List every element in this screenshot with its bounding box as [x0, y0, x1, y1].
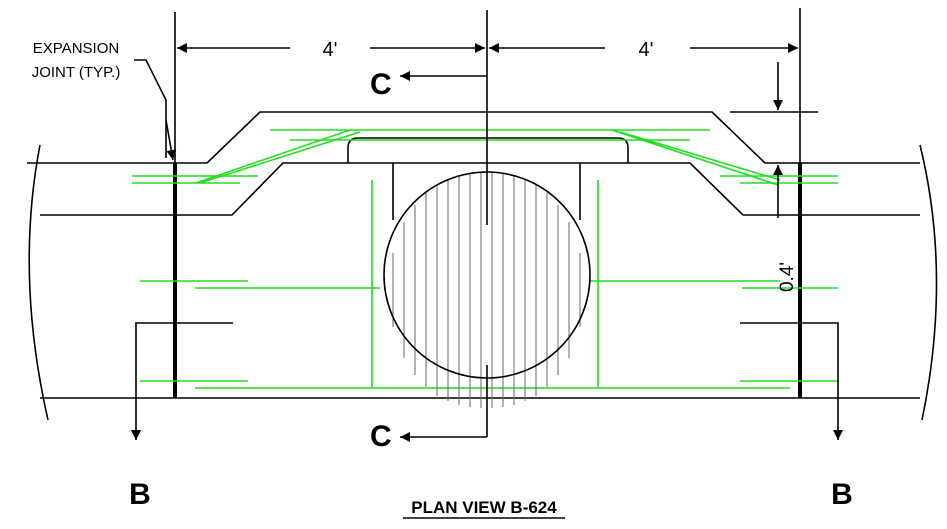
offset-dimension: 0.4'	[730, 62, 818, 292]
expansion-joint-callout: EXPANSION JOINT (TYP.)	[32, 40, 177, 161]
section-b-right-label: B	[831, 478, 853, 511]
section-b-left-label: B	[129, 478, 151, 511]
section-b-marks: B B	[129, 322, 853, 511]
callout-line-2: JOINT (TYP.)	[32, 64, 121, 81]
dimension-right-label: 4'	[639, 39, 654, 61]
section-c-marks: C C	[370, 68, 487, 453]
section-c-top-label: C	[370, 68, 392, 101]
callout-line-1: EXPANSION	[33, 40, 119, 57]
drawing-title-text: PLAN VIEW B-624	[411, 498, 557, 517]
dimension-left-label: 4'	[323, 39, 338, 61]
reinforcement	[132, 129, 838, 389]
slab-outline	[27, 111, 938, 421]
drawing-title: PLAN VIEW B-624	[403, 498, 565, 519]
section-c-bottom-label: C	[370, 420, 392, 453]
dimension-offset-label: 0.4'	[777, 262, 798, 292]
horizontal-dimensions: 4' 4'	[174, 8, 801, 163]
